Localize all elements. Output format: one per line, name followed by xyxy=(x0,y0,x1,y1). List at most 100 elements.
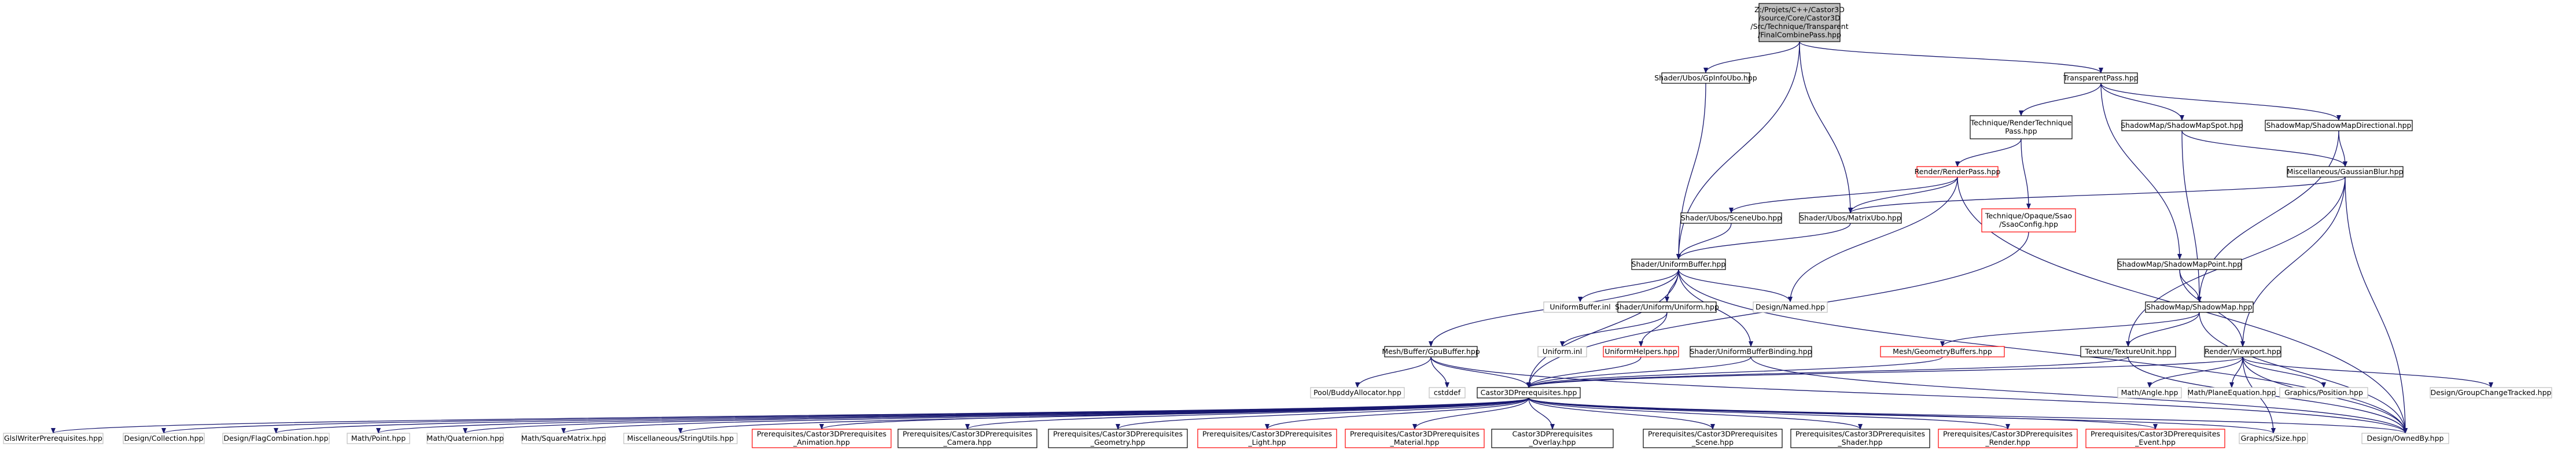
node-uniformbufferinl[interactable]: UniformBuffer.inl xyxy=(1543,301,1617,313)
include-edge xyxy=(1430,356,1449,388)
node-box xyxy=(1643,429,1783,448)
node-gpinfoubo[interactable]: Shader/Ubos/GpInfoUbo.hpp xyxy=(1654,72,1757,84)
node-mathpoint[interactable]: Math/Point.hpp xyxy=(347,433,410,444)
node-glslwriter[interactable]: GlslWriterPrerequisites.hpp xyxy=(3,433,104,444)
node-uniformhpp[interactable]: Shader/Uniform/Uniform.hpp xyxy=(1615,301,1719,313)
node-squarematrix[interactable]: Math/SquareMatrix.hpp xyxy=(521,433,606,444)
include-edge xyxy=(1678,269,2408,434)
include-edge xyxy=(1265,397,1529,430)
node-ownedby[interactable]: Design/OwnedBy.hpp xyxy=(2361,433,2449,444)
node-box xyxy=(2430,387,2552,399)
node-prereqlight[interactable]: Prerequisites/Castor3DPrerequisites_Ligh… xyxy=(1197,429,1337,448)
node-box xyxy=(2279,387,2368,399)
node-box xyxy=(222,433,330,444)
node-box xyxy=(1491,429,1614,448)
node-box xyxy=(2204,346,2281,357)
node-box xyxy=(1799,212,1902,224)
node-prereqmaterial[interactable]: Prerequisites/Castor3DPrerequisites_Mate… xyxy=(1345,429,1485,448)
node-prereqanimation[interactable]: Prerequisites/Castor3DPrerequisites_Anim… xyxy=(752,429,892,448)
include-edge xyxy=(1676,223,1732,260)
node-buddyallocator[interactable]: Pool/BuddyAllocator.hpp xyxy=(1310,387,1405,399)
include-edge xyxy=(1955,138,2022,167)
node-label: Math/PlaneEquation.hpp xyxy=(2188,388,2276,397)
node-matrixubo[interactable]: Shader/Ubos/MatrixUbo.hpp xyxy=(1799,212,1902,224)
node-uniformbuffer[interactable]: Shader/UniformBuffer.hpp xyxy=(1631,259,1726,270)
node-label: Prerequisites/Castor3DPrerequisites xyxy=(1053,430,1183,438)
include-edge xyxy=(2179,269,2202,303)
node-prereqgeometry[interactable]: Prerequisites/Castor3DPrerequisites_Geom… xyxy=(1048,429,1188,448)
node-flagcombination[interactable]: Design/FlagCombination.hpp xyxy=(222,433,330,444)
node-label: Prerequisites/Castor3DPrerequisites xyxy=(1943,430,2073,438)
node-prereqshader[interactable]: Prerequisites/Castor3DPrerequisites_Shad… xyxy=(1790,429,1930,448)
node-box xyxy=(2145,301,2254,313)
node-label: TransparentPass.hpp xyxy=(2063,73,2138,82)
node-viewport[interactable]: Render/Viewport.hpp xyxy=(2204,346,2281,357)
node-prereqevent[interactable]: Prerequisites/Castor3DPrerequisites_Even… xyxy=(2085,429,2225,448)
include-edge xyxy=(965,397,1529,430)
node-label: Castor3DPrerequisites xyxy=(1512,430,1592,438)
node-label: Shader/Ubos/SceneUbo.hpp xyxy=(1681,213,1782,222)
node-label: Miscellaneous/GaussianBlur.hpp xyxy=(2287,167,2404,176)
node-label: Miscellaneous/StringUtils.hpp xyxy=(627,434,734,442)
node-box xyxy=(1880,346,2005,357)
node-textureunit[interactable]: Texture/TextureUnit.hpp xyxy=(2080,346,2176,357)
node-transparentpass[interactable]: TransparentPass.hpp xyxy=(2063,72,2139,84)
include-edge xyxy=(2199,312,2408,434)
node-graphicsposition[interactable]: Graphics/Position.hpp xyxy=(2279,387,2368,399)
node-shadowmapspot[interactable]: ShadowMap/ShadowMapSpot.hpp xyxy=(2121,120,2243,131)
node-box xyxy=(1661,72,1750,84)
node-label: Design/OwnedBy.hpp xyxy=(2367,434,2444,442)
node-box xyxy=(2287,166,2404,178)
node-label: Render/Viewport.hpp xyxy=(2205,347,2281,356)
node-label: _Render.hpp xyxy=(1985,438,2030,447)
node-box xyxy=(521,433,606,444)
include-edge xyxy=(1528,397,1863,430)
node-box xyxy=(1617,301,1717,313)
node-box xyxy=(1680,212,1782,224)
node-label: Mesh/GeometryBuffers.hpp xyxy=(1893,347,1992,356)
node-label: ShadowMap/ShadowMapDirectional.hpp xyxy=(2266,121,2412,130)
node-label: /SsaoConfig.hpp xyxy=(1999,220,2058,228)
node-box xyxy=(2239,433,2308,444)
include-edge xyxy=(1526,356,1751,388)
include-edge xyxy=(51,397,1529,434)
node-designnamed[interactable]: Design/Named.hpp xyxy=(1753,301,1828,313)
node-graphicssize[interactable]: Graphics/Size.hpp xyxy=(2239,433,2308,444)
node-gaussianblur[interactable]: Miscellaneous/GaussianBlur.hpp xyxy=(2287,166,2404,178)
include-edge xyxy=(274,397,1529,434)
node-collection[interactable]: Design/Collection.hpp xyxy=(123,433,205,444)
include-edge xyxy=(2229,356,2243,388)
node-prereqscene[interactable]: Prerequisites/Castor3DPrerequisites_Scen… xyxy=(1643,429,1783,448)
node-uniforminl[interactable]: Uniform.inl xyxy=(1537,346,1587,357)
node-prereqrender[interactable]: Prerequisites/Castor3DPrerequisites_Rend… xyxy=(1938,429,2078,448)
node-box xyxy=(1690,346,1812,357)
node-sceneubo[interactable]: Shader/Ubos/SceneUbo.hpp xyxy=(1680,212,1782,224)
node-uniformbufferbinding[interactable]: Shader/UniformBufferBinding.hpp xyxy=(1690,346,1812,357)
node-groupchangetracked[interactable]: Design/GroupChangeTracked.hpp xyxy=(2430,387,2552,399)
include-edge xyxy=(1412,397,1529,430)
node-gpubuffer[interactable]: Mesh/Buffer/GpuBuffer.hpp xyxy=(1382,346,1480,357)
node-stringutils[interactable]: Miscellaneous/StringUtils.hpp xyxy=(623,433,738,444)
node-prereqoverlay[interactable]: Castor3DPrerequisites_Overlay.hpp xyxy=(1491,429,1614,448)
node-mathangle[interactable]: Math/Angle.hpp xyxy=(2117,387,2182,399)
include-edge xyxy=(2147,356,2243,388)
node-prereqcamera[interactable]: Prerequisites/Castor3DPrerequisites_Came… xyxy=(897,429,1037,448)
node-shadowmapdirectional[interactable]: ShadowMap/ShadowMapDirectional.hpp xyxy=(2265,120,2413,131)
node-label: Prerequisites/Castor3DPrerequisites xyxy=(1202,430,1332,438)
node-planeequation[interactable]: Math/PlaneEquation.hpp xyxy=(2188,387,2276,399)
node-shadowmappoint[interactable]: ShadowMap/ShadowMapPoint.hpp xyxy=(2117,259,2242,270)
include-edge xyxy=(1528,397,1715,430)
node-geometrybuffers[interactable]: Mesh/GeometryBuffers.hpp xyxy=(1880,346,2005,357)
node-castor3dprereq[interactable]: Castor3DPrerequisites.hpp xyxy=(1477,387,1581,399)
node-cstddef[interactable]: cstddef xyxy=(1429,387,1466,399)
node-box xyxy=(1543,301,1617,313)
node-quaternion[interactable]: Math/Quaternion.hpp xyxy=(426,433,504,444)
node-shadowmap[interactable]: ShadowMap/ShadowMap.hpp xyxy=(2145,301,2254,313)
node-renderpass[interactable]: Render/RenderPass.hpp xyxy=(1915,166,2001,178)
include-edge xyxy=(1528,397,2276,434)
include-edge xyxy=(376,397,1529,434)
node-uniformhelpers[interactable]: UniformHelpers.hpp xyxy=(1603,346,1679,357)
node-ssaoconfig[interactable]: Technique/Opaque/Ssao/SsaoConfig.hpp xyxy=(1981,208,2076,233)
node-box xyxy=(1310,387,1405,399)
